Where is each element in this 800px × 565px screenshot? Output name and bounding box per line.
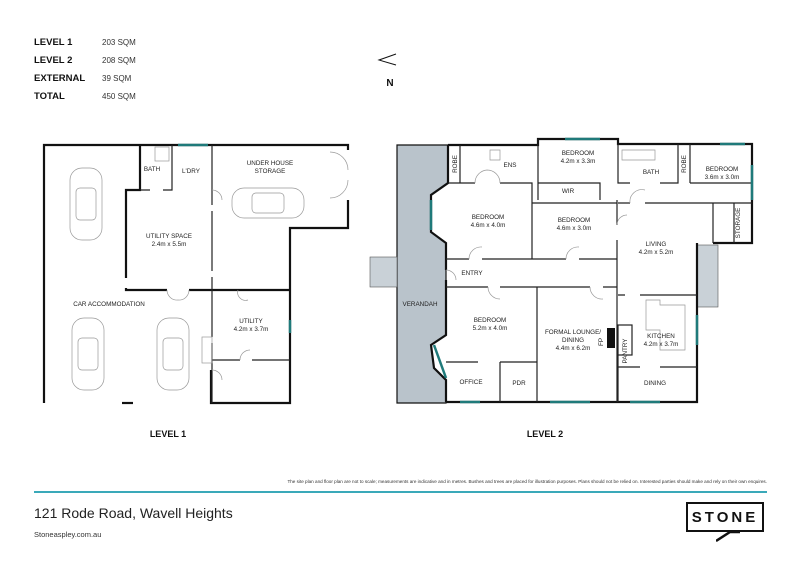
room-label: BEDROOM [706,166,739,173]
room-label: BEDROOM [562,150,595,157]
room-label: CAR ACCOMMODATION [73,301,145,308]
room-label: UNDER HOUSE [247,160,294,167]
car-icon [71,317,105,391]
car-icon [156,317,190,391]
room-label: STORAGE [255,168,286,175]
room-dimension: 4.4m x 6.2m [556,345,591,352]
room-dimension: 2.4m x 5.5m [152,241,187,248]
room-label: ENS [504,162,517,169]
room-label: UTILITY SPACE [146,233,192,240]
room-label: ROBE [681,155,688,173]
room-label: BEDROOM [474,317,507,324]
room-label: ENTRY [461,270,483,277]
room-label: PDR [512,380,526,387]
room-label: ROBE [452,155,459,173]
room-label: BEDROOM [472,214,505,221]
room-dimension: 4.6m x 3.0m [557,225,592,232]
room-label: OFFICE [459,379,482,386]
north-arrow-icon [377,53,397,66]
room-label: LIVING [646,241,667,248]
room-label: L'DRY [182,168,201,175]
level2-title: LEVEL 2 [527,429,563,439]
room-dimension: 4.2m x 3.7m [234,326,269,333]
car-icon [231,187,305,219]
stairs [369,244,719,308]
car-icon [69,167,103,241]
disclaimer: The site plan and floor plan are not to … [287,479,767,484]
stone-logo: STONE [686,502,764,532]
room-label: FP [598,338,605,346]
room-label: KITCHEN [647,333,675,340]
fireplace [607,328,615,348]
room-dimension: 3.6m x 3.0m [705,174,740,181]
room-dimension: 4.2m x 3.3m [561,158,596,165]
room-label: VERANDAH [403,301,438,308]
website-link[interactable]: Stoneaspley.com.au [34,530,102,539]
north-label: N [386,78,394,89]
level1-plan: BATH L'DRY UNDER HOUSE STORAGE UTILITY S… [42,143,350,439]
room-dimension: 4.2m x 3.7m [644,341,679,348]
level1-title: LEVEL 1 [150,429,186,439]
room-label: DINING [644,380,666,387]
room-label: STORAGE [735,208,742,239]
room-label: FORMAL LOUNGE/ [545,329,601,336]
room-dimension: 4.6m x 4.0m [471,222,506,229]
divider [34,491,767,493]
room-label: UTILITY [239,318,263,325]
property-address: 121 Rode Road, Wavell Heights [34,505,233,521]
room-label: DINING [562,337,584,344]
room-dimension: 4.2m x 5.2m [639,249,674,256]
room-label: WIR [562,188,575,195]
room-dimension: 5.2m x 4.0m [473,325,508,332]
room-label: BEDROOM [558,217,591,224]
floor-plan: BATH L'DRY UNDER HOUSE STORAGE UTILITY S… [42,137,754,439]
logo-speech-tail-icon [716,530,740,542]
room-label: BATH [643,169,660,176]
level2-plan: ROBE ENS BEDROOM 4.2m x 3.3m WIR BATH RO… [369,137,754,439]
room-label: BATH [144,166,161,173]
room-label: PANTRY [622,338,629,364]
north-indicator: N [376,53,398,89]
